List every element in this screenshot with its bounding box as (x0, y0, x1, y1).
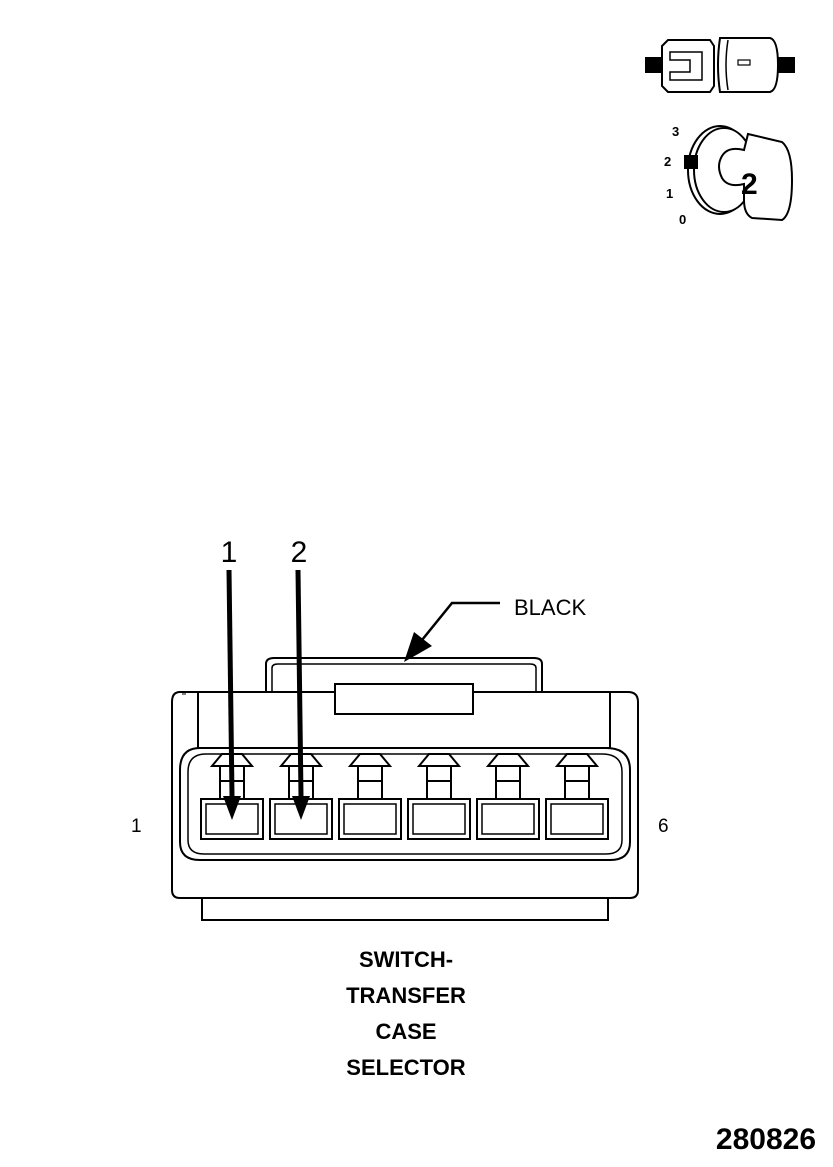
callout-arrow-1 (223, 569, 241, 820)
terminal-rails (357, 766, 383, 799)
connector-color-label: BLACK (514, 595, 586, 620)
cavity-3 (338, 753, 402, 840)
cavity-4 (407, 753, 471, 840)
terminal-rails (288, 766, 314, 799)
position-label-0: 0 (679, 212, 686, 227)
terminal-rails (564, 766, 590, 799)
title-line-1: SWITCH- (359, 947, 453, 972)
terminal-latch-top (347, 753, 393, 767)
cavity-inner-frame (412, 803, 466, 835)
cavity-inner-frame (481, 803, 535, 835)
cavity-inner-frame (343, 803, 397, 835)
cavity-end-label-right: 6 (658, 816, 669, 837)
connector-type-icon (645, 37, 795, 93)
cavity-5 (476, 753, 540, 840)
terminal-latch-top (485, 753, 531, 767)
terminal-rails (495, 766, 521, 799)
callout-arrow-head (223, 796, 241, 820)
cavity-outer-frame (407, 798, 471, 840)
callout-arrow-2 (292, 569, 310, 820)
callout-arrow-head (292, 796, 310, 820)
title-line-3: CASE (375, 1019, 436, 1044)
key-position-icon (684, 125, 794, 222)
position-label-1: 1 (666, 186, 673, 201)
terminal-rails (426, 766, 452, 799)
position-label-3: 3 (672, 124, 679, 139)
color-leader-arrow (404, 601, 500, 662)
terminal-rails (219, 766, 245, 799)
callout-label-2: 2 (291, 536, 308, 569)
position-label-2: 2 (664, 154, 671, 169)
cavity-outer-frame (545, 798, 609, 840)
callout-arrow-group (223, 569, 310, 820)
terminal-latch-top (416, 753, 462, 767)
callout-arrow-shaft (226, 569, 235, 797)
title-line-4: SELECTOR (346, 1055, 466, 1080)
callout-label-1: 1 (221, 536, 238, 569)
figure-number: 280826 (716, 1123, 816, 1156)
cavity-outer-frame (476, 798, 540, 840)
cavity-outer-frame (338, 798, 402, 840)
cavity-6 (545, 753, 609, 840)
callout-arrow-shaft (295, 569, 304, 797)
key-number-label: 2 (741, 168, 758, 201)
terminal-latch-top (554, 753, 600, 767)
cavity-end-label-left: 1 (131, 816, 142, 837)
title-line-2: TRANSFER (346, 983, 466, 1008)
connector-body (171, 657, 639, 921)
cavity-inner-frame (550, 803, 604, 835)
cavity-group (200, 753, 609, 840)
